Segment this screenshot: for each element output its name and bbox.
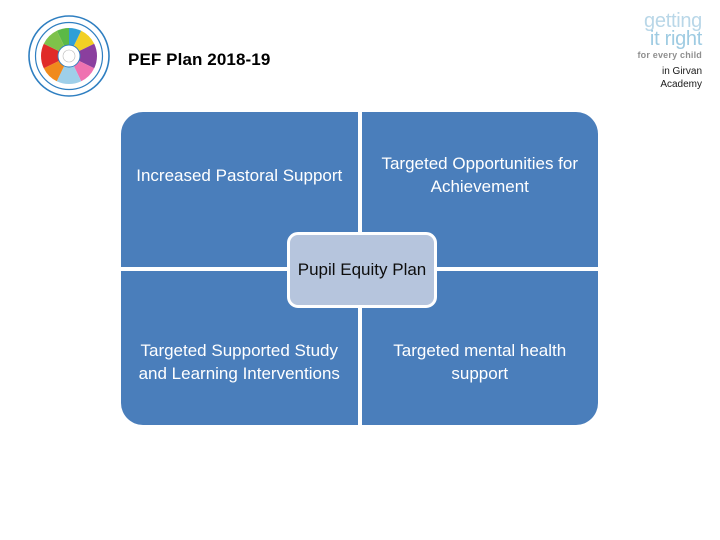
center-hub-label: Pupil Equity Plan [297,260,427,279]
quadrant-label: Targeted Supported Study and Learning In… [138,340,340,383]
brand-line-getting: getting [644,10,702,32]
brand-line-for-every-child: for every child [637,50,702,60]
quadrant-targeted-opportunities-for-achievement[interactable]: Targeted Opportunities for Achievement [361,112,598,267]
school-name-line-1: in Girvan [661,66,702,77]
pupil-equity-plan-diagram: Increased Pastoral Support Targeted Oppo… [121,112,598,425]
girfec-brand: getting it right for every child in Girv… [584,10,702,91]
school-name-line-2: Academy [660,79,702,90]
quadrant-label: Targeted mental health support [393,340,567,383]
diagram-center-hub[interactable]: Pupil Equity Plan [287,232,437,308]
quadrant-label: Increased Pastoral Support [136,165,343,185]
quadrant-label: Targeted Opportunities for Achievement [381,154,579,197]
shanarri-wellbeing-wheel-logo [27,14,111,98]
page-title: PEF Plan 2018-19 [128,50,271,69]
brand-line-it-right: it right [649,28,702,50]
page-header: PEF Plan 2018-19 getting it right for ev… [0,0,720,105]
